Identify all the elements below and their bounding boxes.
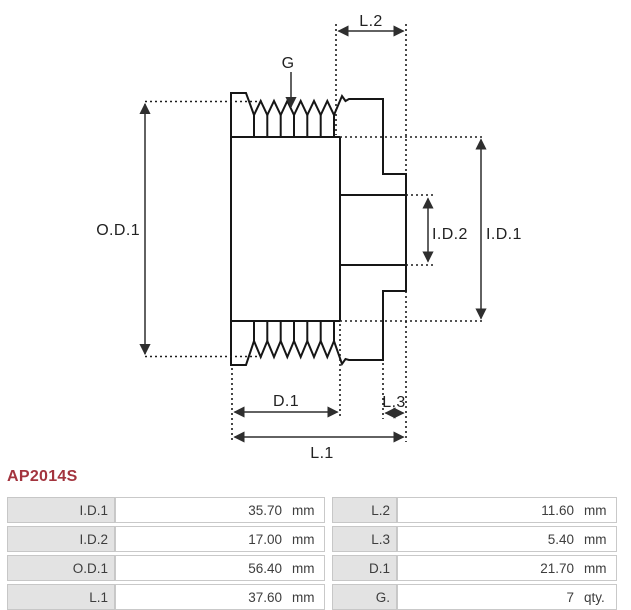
spec-table: I.D.1 35.70 mm L.2 11.60 mm I.D.2 17.00 mm … <box>7 497 617 610</box>
table-row: I.D.1 35.70 mm L.2 11.60 mm <box>7 497 617 523</box>
part-number: AP2014S <box>7 468 78 485</box>
spec-label: O.D.1 <box>7 555 115 581</box>
spec-value: 5.40 mm <box>397 526 617 552</box>
table-row: O.D.1 56.40 mm D.1 21.70 mm <box>7 555 617 581</box>
table-row: L.1 37.60 mm G. 7 qty. <box>7 584 617 610</box>
spec-unit: qty. <box>584 589 605 605</box>
groove-stems-top <box>253 115 335 137</box>
spec-label: L.3 <box>332 526 397 552</box>
dim-label-d1: D.1 <box>273 393 299 410</box>
dim-label-l1: L.1 <box>310 445 333 462</box>
spec-unit: mm <box>584 502 607 518</box>
spec-number: 11.60 <box>541 502 574 518</box>
spec-label: L.1 <box>7 584 115 610</box>
spec-label: I.D.2 <box>7 526 115 552</box>
spec-unit: mm <box>584 560 607 576</box>
groove-stems-bottom <box>253 321 335 341</box>
dim-label-g: G <box>282 55 295 72</box>
spec-unit: mm <box>292 531 315 547</box>
spec-number: 35.70 <box>248 502 282 518</box>
spec-label: L.2 <box>332 497 397 523</box>
spec-number: 7 <box>566 589 574 605</box>
column-gap <box>325 526 332 552</box>
spec-value: 11.60 mm <box>397 497 617 523</box>
column-gap <box>325 497 332 523</box>
spec-value: 17.00 mm <box>115 526 325 552</box>
table-row: I.D.2 17.00 mm L.3 5.40 mm <box>7 526 617 552</box>
spec-number: 5.40 <box>547 531 574 547</box>
column-gap <box>325 584 332 610</box>
spec-unit: mm <box>292 589 315 605</box>
spec-value: 21.70 mm <box>397 555 617 581</box>
spec-unit: mm <box>292 560 315 576</box>
spec-label: D.1 <box>332 555 397 581</box>
spec-number: 21.70 <box>540 560 574 576</box>
spec-value: 37.60 mm <box>115 584 325 610</box>
spec-number: 17.00 <box>248 531 282 547</box>
spec-number: 37.60 <box>248 589 282 605</box>
dim-label-od1: O.D.1 <box>96 222 140 239</box>
column-gap <box>325 555 332 581</box>
dim-label-id1: I.D.1 <box>486 226 522 243</box>
spec-value: 56.40 mm <box>115 555 325 581</box>
dim-label-id2: I.D.2 <box>432 226 468 243</box>
spec-label: I.D.1 <box>7 497 115 523</box>
body-section-lines <box>231 136 406 322</box>
spec-unit: mm <box>584 531 607 547</box>
pulley-outline <box>230 92 407 367</box>
spec-value: 7 qty. <box>397 584 617 610</box>
spec-number: 56.40 <box>248 560 282 576</box>
extension-lines <box>145 24 484 442</box>
spec-unit: mm <box>292 502 315 518</box>
dim-label-l3: L.3 <box>382 394 405 411</box>
spec-value: 35.70 mm <box>115 497 325 523</box>
dim-label-l2: L.2 <box>359 13 382 30</box>
pulley-technical-drawing: O.D.1 G L.2 I.D.2 I.D.1 D.1 L.3 L.1 <box>96 13 522 462</box>
spec-label: G. <box>332 584 397 610</box>
